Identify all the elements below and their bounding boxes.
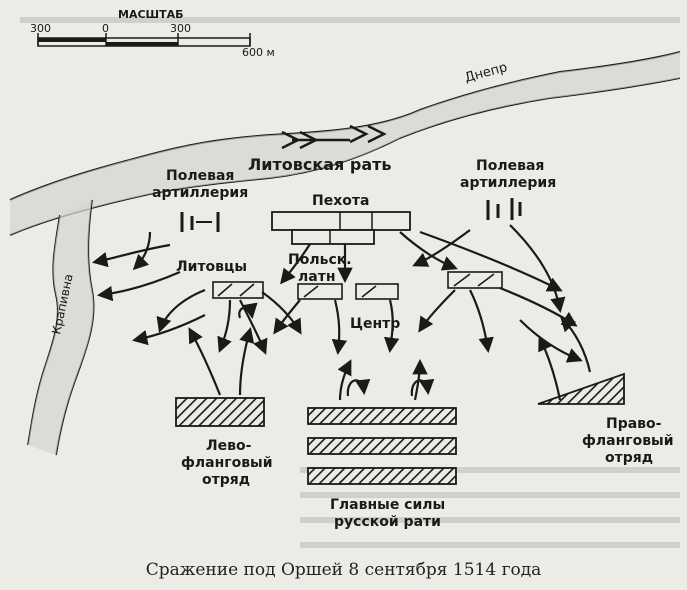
infantry-block — [271, 211, 411, 245]
right-lithuanian-unit — [447, 271, 503, 289]
label-polsk-1: Польск. — [288, 252, 352, 268]
label-lit-rat: Литовская рать — [248, 155, 392, 174]
lithuanian-units — [212, 281, 264, 299]
label-pekhota: Пехота — [312, 193, 369, 209]
loop-arrows — [238, 302, 435, 397]
scale-title: МАСШТАБ — [118, 8, 184, 21]
label-left-1: Лево- — [206, 438, 252, 454]
movement-arrows — [91, 224, 592, 401]
label-litovtsy: Литовцы — [176, 259, 247, 275]
right-flank-detachment — [537, 372, 625, 405]
label-main-1: Главные силы — [330, 497, 445, 513]
label-right-3: отряд — [605, 450, 653, 466]
label-right-1: Право- — [606, 416, 662, 432]
scale-tick-0: 0 — [102, 22, 109, 35]
map-svg: МАСШТАБ 300 0 300 600 м Днепр Крапивна Л… — [9, 8, 681, 548]
label-art-right-2: артиллерия — [460, 175, 556, 191]
label-polsk-2: латн — [298, 269, 336, 285]
scale-tick-600: 600 м — [242, 46, 275, 59]
label-left-2: фланговый — [181, 455, 273, 471]
main-russian-forces — [307, 407, 457, 485]
label-tsentr: Центр — [350, 316, 400, 332]
background-texture — [20, 17, 680, 548]
krapivna-river: Крапивна — [27, 199, 95, 456]
label-main-2: русской рати — [334, 514, 441, 530]
label-dnepr: Днепр — [463, 60, 509, 86]
label-art-left-2: артиллерия — [152, 185, 248, 201]
left-flank-detachment — [175, 397, 265, 427]
artillery-left — [180, 212, 220, 232]
scale-tick-300-left: 300 — [30, 22, 51, 35]
polish-cavalry-unit — [297, 283, 399, 300]
scale-bar: МАСШТАБ 300 0 300 600 м — [30, 8, 275, 59]
artillery-right — [486, 198, 522, 220]
label-art-left-1: Полевая — [166, 168, 234, 184]
label-left-3: отряд — [202, 472, 250, 488]
label-art-right-1: Полевая — [476, 158, 544, 174]
map-caption: Сражение под Оршей 8 сентября 1514 года — [145, 560, 542, 580]
bridges — [281, 124, 387, 150]
label-right-2: фланговый — [582, 433, 674, 449]
scale-tick-300-right: 300 — [170, 22, 191, 35]
